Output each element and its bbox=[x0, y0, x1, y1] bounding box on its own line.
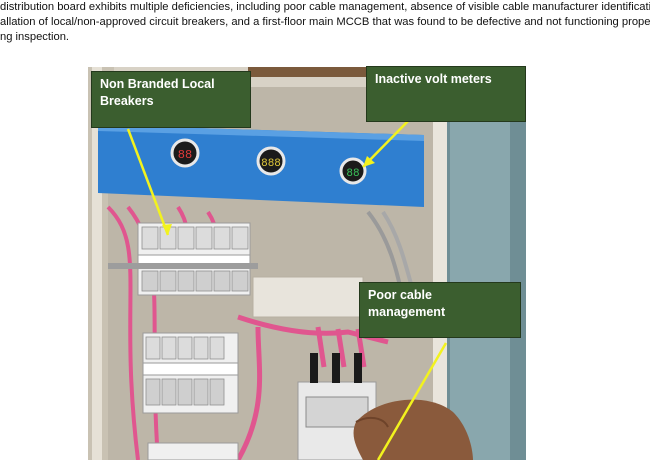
caption-line-1: distribution board exhibits multiple def… bbox=[0, 1, 650, 13]
caption-line-2: allation of local/non-approved circuit b… bbox=[0, 16, 650, 28]
meter-left: 88 bbox=[178, 148, 192, 162]
meter-right: 88 bbox=[346, 168, 359, 180]
label-non-branded-breakers: Non Branded Local Breakers bbox=[91, 71, 251, 128]
caption-line-3: ng inspection. bbox=[0, 31, 70, 43]
label-poor-cable-management: Poor cable management bbox=[359, 282, 521, 338]
label-inactive-volt-meters: Inactive volt meters bbox=[366, 66, 526, 122]
meter-center: 888 bbox=[261, 158, 281, 170]
document-caption: distribution board exhibits multiple def… bbox=[0, 0, 650, 45]
